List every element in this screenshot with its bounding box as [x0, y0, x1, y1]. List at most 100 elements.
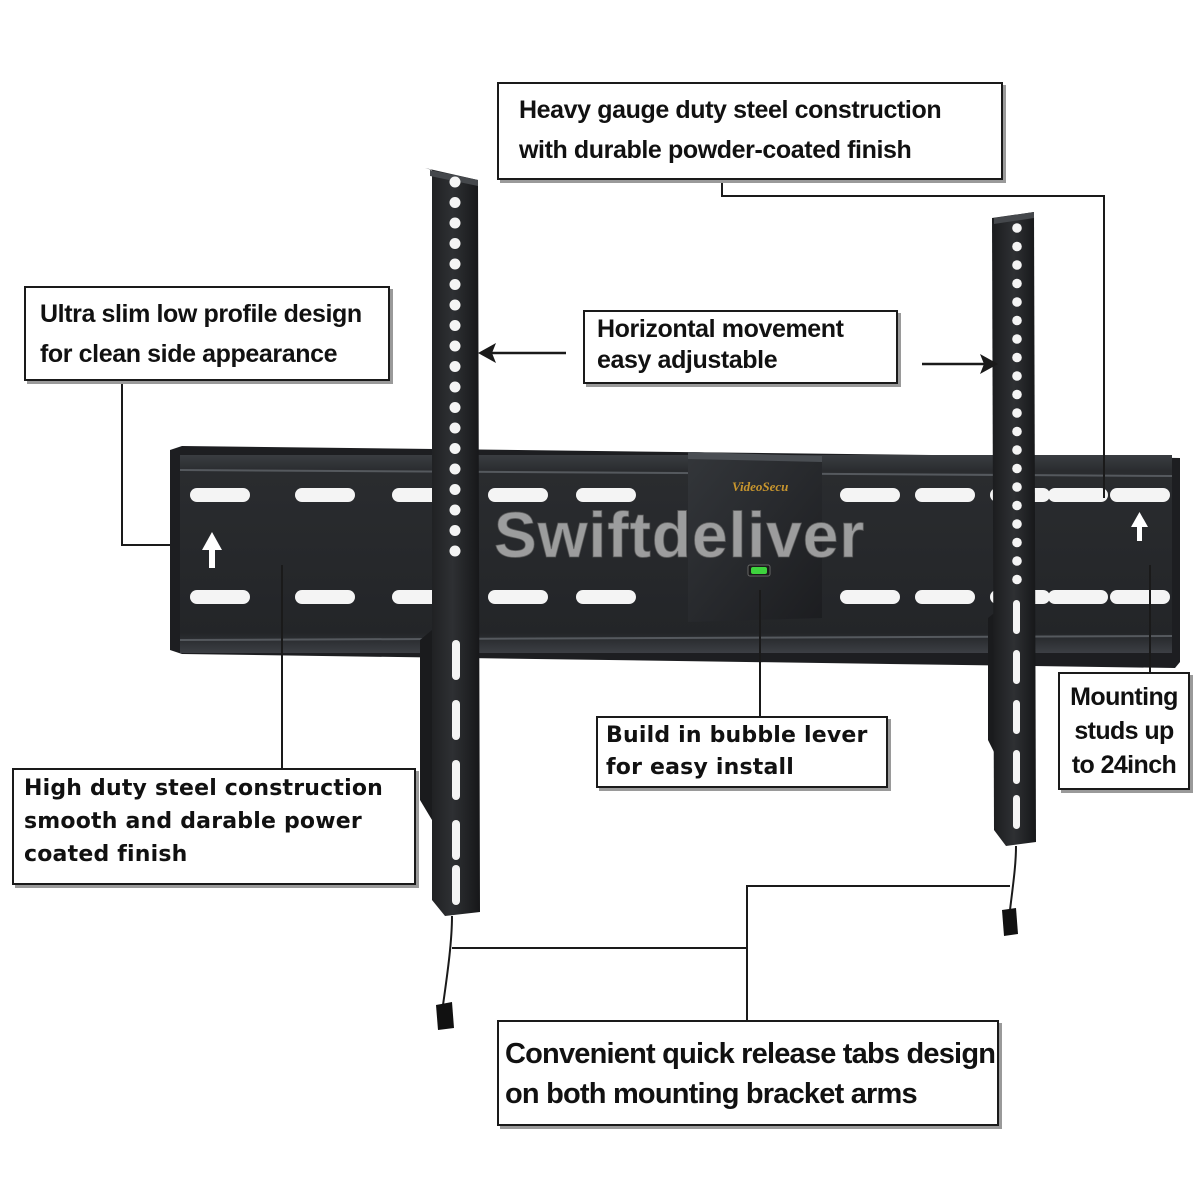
leader-lines	[121, 180, 1151, 1020]
arm-hole	[1012, 556, 1022, 566]
plate-slot	[1048, 488, 1108, 502]
right-arrow-icon	[922, 354, 998, 374]
center-level-box	[688, 452, 822, 622]
arm-hole	[1012, 537, 1022, 548]
arm-hole	[449, 402, 461, 413]
plate-slot	[190, 590, 250, 604]
leader-heavy-gauge	[721, 180, 1105, 498]
callout-bubble-level: Build in bubble lever for easy install	[596, 716, 888, 788]
arm-hole	[1012, 426, 1022, 437]
arm-hole	[449, 422, 461, 434]
arm-hole	[449, 176, 461, 188]
arm-hole	[1012, 389, 1022, 400]
callout-line: to 24inch	[1071, 751, 1177, 779]
left-arm-holes	[449, 176, 461, 557]
bubble-level-icon	[751, 567, 767, 574]
arm-hole	[1012, 574, 1022, 585]
arm-slot	[1013, 700, 1020, 734]
arm-slot	[452, 865, 460, 905]
callout-line: smooth and darable power	[24, 809, 362, 834]
leader-quick-release	[452, 885, 1010, 1020]
arm-hole	[449, 238, 461, 249]
arm-hole	[449, 340, 461, 352]
arm-hole	[449, 258, 461, 270]
up-arrow-icon	[202, 532, 222, 568]
arm-hole	[1012, 482, 1022, 492]
callout-line: High duty steel construction	[24, 776, 384, 801]
right-arm-holes	[1012, 223, 1022, 585]
brand-label: VideoSecu	[732, 479, 789, 494]
plate-slot	[915, 590, 975, 604]
arm-hole	[449, 361, 461, 372]
callout-line: Ultra slim low profile design	[40, 300, 362, 328]
arm-hole	[449, 484, 461, 495]
arm-slot	[1013, 795, 1020, 829]
plate-slot	[295, 488, 355, 502]
arm-hole	[449, 217, 461, 229]
callout-mounting-studs: Mounting studs up to 24inch	[1058, 672, 1190, 790]
arm-slot	[452, 820, 460, 860]
callout-line: Horizontal movement	[597, 315, 844, 343]
callout-line: coated finish	[24, 842, 188, 867]
arm-slot	[452, 760, 460, 800]
right-bracket-arm	[988, 212, 1036, 936]
arm-hole	[449, 197, 461, 208]
arm-hole	[1012, 278, 1022, 289]
left-arrow-icon	[478, 343, 566, 363]
callout-line: Build in bubble lever	[606, 723, 868, 748]
arm-hole	[1012, 297, 1022, 307]
arm-hole	[1012, 334, 1022, 344]
arm-hole	[449, 381, 461, 393]
left-bracket-arm	[420, 168, 480, 1030]
up-arrow-icon	[1131, 512, 1148, 541]
callout-high-duty-steel: High duty steel construction smooth and …	[12, 768, 416, 885]
callout-line: easy adjustable	[597, 346, 778, 374]
watermark-text: Swiftdeliver	[493, 499, 866, 572]
arm-hole	[449, 463, 461, 475]
plate-slot	[488, 590, 548, 604]
plate-slot	[576, 590, 636, 604]
arm-slot	[1013, 750, 1020, 784]
plate-slot	[295, 590, 355, 604]
leader-ultra-slim	[121, 381, 170, 546]
arm-slot	[452, 700, 460, 740]
arm-hole	[1012, 519, 1022, 529]
plate-slot	[488, 488, 548, 502]
arm-hole	[1012, 260, 1022, 270]
callout-line: for easy install	[606, 755, 794, 780]
plate-slot	[576, 488, 636, 502]
callout-line: for clean side appearance	[40, 340, 338, 368]
arm-hole	[449, 545, 461, 557]
plate-slot	[915, 488, 975, 502]
right-arm-slots	[1013, 600, 1020, 829]
left-arm-slots	[452, 640, 460, 905]
arm-hole	[1012, 241, 1022, 252]
callout-line: with durable powder-coated finish	[519, 136, 912, 164]
plate-slot	[1110, 590, 1170, 604]
plate-slot	[840, 590, 900, 604]
arm-hole	[449, 320, 461, 331]
arm-hole	[449, 299, 461, 311]
callout-quick-release: Convenient quick release tabs design on …	[497, 1020, 999, 1126]
callout-horizontal-movement: Horizontal movement easy adjustable	[583, 310, 898, 384]
arm-hole	[1012, 500, 1022, 511]
arm-hole	[1012, 463, 1022, 474]
arm-hole	[449, 504, 461, 516]
callout-line: Convenient quick release tabs design	[505, 1038, 996, 1070]
callout-line: Mounting	[1070, 683, 1178, 711]
plate-slots	[190, 488, 1170, 604]
arm-slot	[452, 640, 460, 680]
arm-slot	[1013, 600, 1020, 634]
callout-line: on both mounting bracket arms	[505, 1078, 918, 1110]
arm-hole	[1012, 445, 1022, 455]
arm-hole	[449, 525, 461, 536]
plate-slot	[840, 488, 900, 502]
arm-hole	[1012, 371, 1022, 381]
arm-hole	[1012, 352, 1022, 363]
plate-slot	[1110, 488, 1170, 502]
arm-hole	[449, 443, 461, 454]
plate-slot	[1048, 590, 1108, 604]
arm-hole	[449, 279, 461, 290]
arm-hole	[1012, 408, 1022, 418]
